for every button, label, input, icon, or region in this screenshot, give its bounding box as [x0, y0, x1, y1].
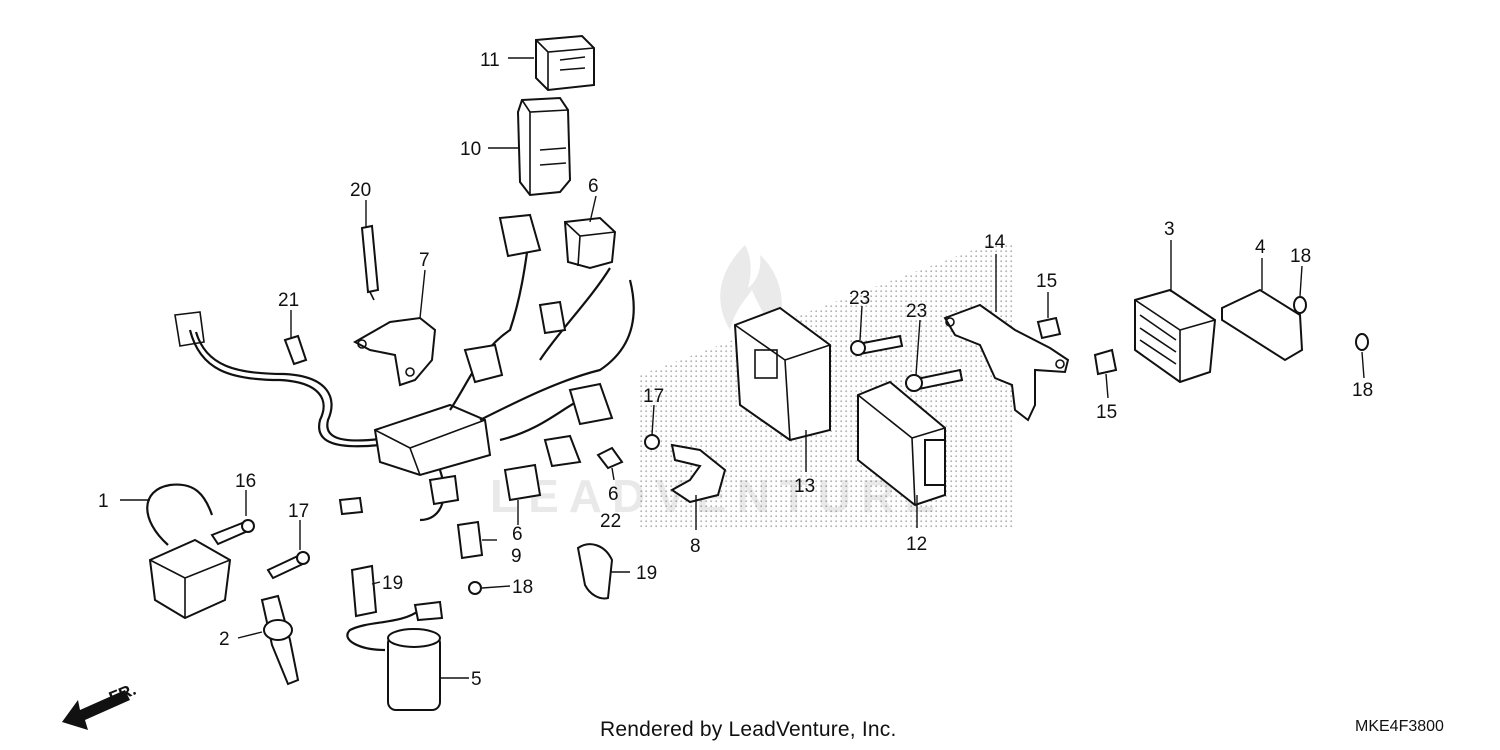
callout-6-right: 6	[608, 484, 619, 505]
callout-18-a: 18	[1290, 246, 1311, 267]
callout-2: 2	[219, 629, 230, 650]
callout-7: 7	[419, 250, 430, 271]
callout-20: 20	[350, 180, 371, 201]
part-14-bracket[interactable]	[943, 303, 1070, 422]
callout-11: 11	[480, 50, 500, 71]
part-5-capacitor[interactable]	[346, 600, 444, 711]
front-label: FR.	[106, 680, 139, 708]
front-arrow-icon	[62, 690, 130, 730]
part-15-collar-bottom[interactable]	[1093, 348, 1118, 376]
diagram-code: MKE4F3800	[1355, 718, 1444, 735]
callout-22: 22	[600, 511, 621, 532]
callout-labels: 11 10 6 20 7 21 1 16 17 2 19 5 6 9 18 17…	[98, 50, 1373, 690]
render-credit: Rendered by LeadVenture, Inc.	[600, 718, 897, 741]
part-20-sensor[interactable]	[360, 224, 380, 301]
callout-16-a: 16	[235, 471, 256, 492]
callout-23-a: 23	[849, 288, 870, 309]
part-1-ignition-coil[interactable]	[146, 483, 232, 620]
part-9-connector[interactable]	[456, 520, 484, 560]
part-17-screw-upper[interactable]	[644, 434, 660, 450]
part-16-bolt-b[interactable]	[266, 551, 310, 580]
callout-18-b: 18	[1352, 380, 1373, 401]
part-6-relay-top[interactable]	[563, 216, 617, 270]
part-10-connector[interactable]	[516, 96, 572, 197]
callout-17-lower: 18	[512, 577, 533, 598]
callout-6-mid: 6	[512, 524, 523, 545]
part-main-wire-harness[interactable]	[174, 213, 635, 522]
callout-19-left: 19	[382, 573, 403, 594]
leader-lines	[120, 57, 1365, 679]
part-16-bolt-a[interactable]	[210, 519, 255, 546]
front-direction-indicator: FR.	[62, 680, 139, 730]
part-19-band-right[interactable]	[576, 543, 614, 600]
callout-8: 8	[690, 536, 701, 557]
part-21-clip[interactable]	[283, 334, 308, 366]
callout-10: 10	[460, 139, 481, 160]
callout-12: 12	[906, 534, 927, 555]
part-19-band-left[interactable]	[350, 564, 378, 618]
part-23-bolt-a[interactable]	[850, 334, 904, 356]
callout-9: 9	[511, 546, 522, 567]
callout-13: 13	[794, 476, 815, 497]
part-18-washer-b[interactable]	[1355, 333, 1369, 351]
part-17-screw-lower[interactable]	[468, 581, 482, 595]
part-23-bolt-b[interactable]	[905, 368, 964, 392]
callout-3: 3	[1164, 219, 1175, 240]
part-22-clip[interactable]	[596, 446, 624, 470]
callout-15-bottom: 15	[1096, 402, 1117, 423]
part-8-bracket[interactable]	[670, 443, 727, 504]
callout-4: 4	[1255, 237, 1266, 258]
part-12-control-unit[interactable]	[857, 380, 946, 507]
callout-1: 1	[98, 491, 109, 512]
callout-23-b: 23	[906, 301, 927, 322]
part-2-plug-cap[interactable]	[260, 594, 300, 686]
callout-5: 5	[471, 669, 482, 690]
callout-17-upper: 17	[643, 386, 664, 407]
callout-21: 21	[278, 290, 299, 311]
callout-19-right: 19	[636, 563, 657, 584]
callout-6-top: 6	[588, 176, 599, 197]
part-6-relay-mid[interactable]	[503, 463, 542, 502]
callout-16-b: 17	[288, 501, 309, 522]
part-13-ecu[interactable]	[733, 306, 831, 442]
part-11-connector-cover[interactable]	[535, 34, 595, 92]
part-4-plate[interactable]	[1221, 288, 1304, 362]
part-15-collar-top[interactable]	[1036, 316, 1062, 340]
part-18-washer-a[interactable]	[1293, 296, 1307, 314]
part-7-bracket[interactable]	[352, 316, 437, 387]
callout-15-top: 15	[1036, 271, 1057, 292]
callout-14: 14	[984, 232, 1006, 253]
part-3-regulator[interactable]	[1134, 288, 1217, 384]
